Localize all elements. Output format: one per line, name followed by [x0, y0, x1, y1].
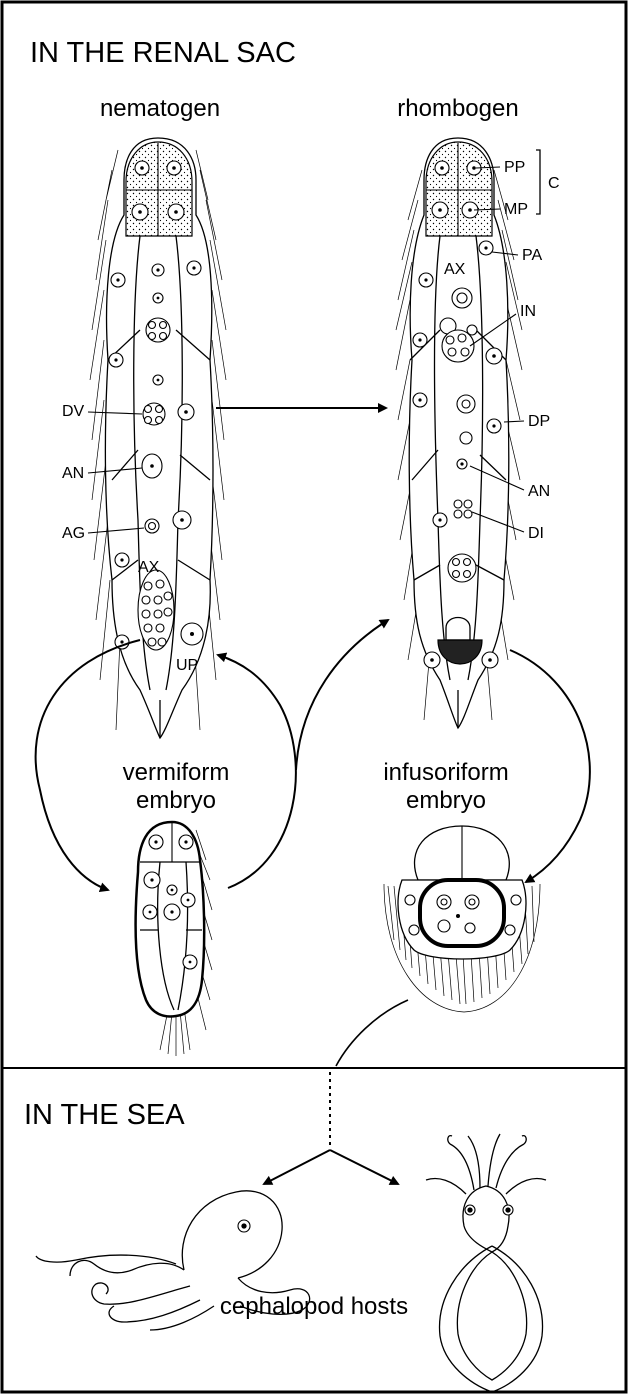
rhombogen-label-c: C	[548, 175, 560, 192]
rhombogen-label-ax: AX	[444, 261, 466, 278]
infusoriform-embryo	[384, 826, 540, 1012]
arrow-to-cuttlefish	[330, 1150, 398, 1184]
release-path	[336, 1000, 408, 1066]
rhombogen-label-in: IN	[520, 303, 536, 320]
infusoriform-title-line2: embryo	[406, 787, 486, 814]
nematogen-label-an: AN	[62, 465, 84, 482]
rhombogen-label-pp: PP	[504, 159, 525, 176]
rhombogen-label-an: AN	[528, 483, 550, 500]
nematogen-figure	[90, 138, 226, 738]
vermiform-to-nematogen-arrow	[218, 655, 296, 888]
vermiform-to-rhombogen-arrow	[296, 620, 388, 770]
vermiform-title-line1: vermiform	[123, 759, 230, 786]
rhombogen-label-mp: MP	[504, 201, 528, 218]
cephalopod-hosts-label: cephalopod hosts	[220, 1293, 408, 1320]
vermiform-title-line2: embryo	[136, 787, 216, 814]
nematogen-title: nematogen	[100, 95, 220, 122]
cuttlefish-host	[426, 1134, 546, 1392]
rhombogen-label-di: DI	[528, 525, 544, 542]
rhombogen-title: rhombogen	[397, 95, 518, 122]
infusoriform-title-line1: infusoriform	[383, 759, 508, 786]
renal-sac-heading: IN THE RENAL SAC	[30, 37, 296, 69]
sea-heading: IN THE SEA	[24, 1099, 185, 1131]
nematogen-label-ax: AX	[138, 559, 160, 576]
nematogen-label-ag: AG	[62, 525, 85, 542]
nematogen-label-dv: DV	[62, 403, 85, 420]
nematogen-label-up: UP	[176, 657, 198, 674]
arrow-to-octopus	[264, 1150, 330, 1184]
rhombogen-figure	[396, 138, 522, 728]
vermiform-embryo	[136, 822, 212, 1056]
rhombogen-label-pa: PA	[522, 247, 542, 264]
rhombogen-label-dp: DP	[528, 413, 550, 430]
rhombogen-to-infusoriform-arrow	[510, 650, 590, 882]
